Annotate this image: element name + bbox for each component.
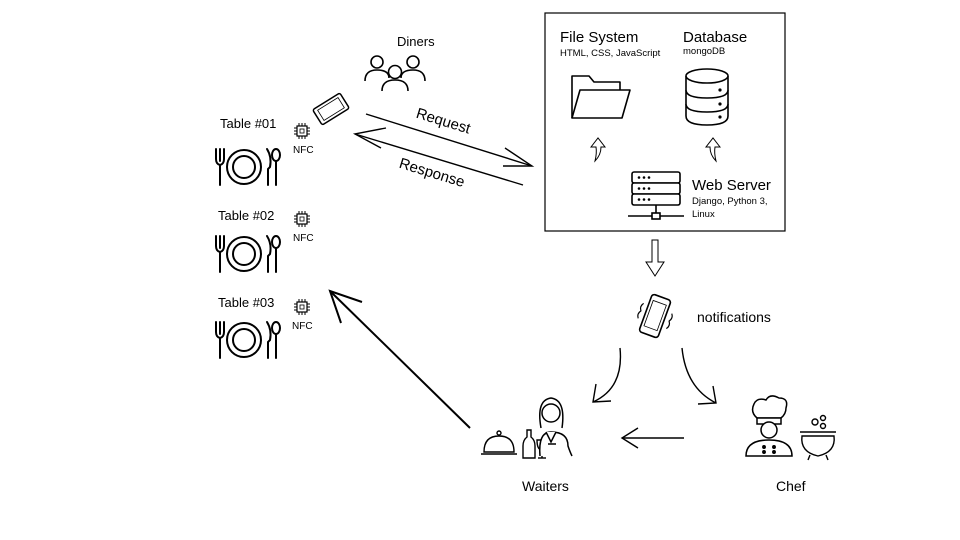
file-system-title: File System <box>560 29 639 46</box>
down-arrow-icon <box>645 239 665 277</box>
diners-icon <box>364 55 426 92</box>
web-server-title: Web Server <box>692 177 771 194</box>
nfc-chip-icon <box>293 122 311 140</box>
cloche-icon <box>481 430 517 455</box>
table-01-place-setting-icon <box>215 148 281 186</box>
table-03-place-setting-icon <box>215 321 281 359</box>
request-arrow <box>365 113 535 167</box>
phone-vibrating-icon <box>637 293 673 339</box>
server-icon <box>628 171 684 220</box>
table-03-label: Table #03 <box>218 295 275 310</box>
database-subtitle: mongoDB <box>683 46 726 57</box>
cooking-pot-icon <box>800 414 836 461</box>
table-01-label: Table #01 <box>220 116 277 131</box>
tablet-icon <box>312 92 350 126</box>
notify-waiters-arrow <box>592 347 622 403</box>
waiters-label: Waiters <box>522 478 569 494</box>
database-title: Database <box>683 29 748 46</box>
chef-icon <box>745 395 793 457</box>
table-02-label: Table #02 <box>218 208 275 223</box>
nfc-chip-icon <box>293 210 311 228</box>
chef-to-waiters-arrow <box>620 427 684 449</box>
waiters-to-tables-arrow <box>328 289 471 429</box>
nfc-label: NFC <box>293 145 314 156</box>
nfc-chip-icon <box>293 298 311 316</box>
notify-chef-arrow <box>681 347 717 405</box>
diners-label: Diners <box>397 34 435 49</box>
database-icon <box>685 68 729 126</box>
table-02-place-setting-icon <box>215 235 281 273</box>
curved-up-arrow-icon <box>589 137 607 163</box>
curved-up-arrow-icon <box>704 137 722 163</box>
web-server-subtitle-line1: Django, Python 3, <box>692 196 768 207</box>
notifications-label: notifications <box>697 309 771 325</box>
nfc-label: NFC <box>292 321 313 332</box>
response-arrow <box>352 127 524 186</box>
file-system-subtitle: HTML, CSS, JavaScript <box>560 48 661 59</box>
chef-label: Chef <box>776 478 806 494</box>
folder-icon <box>571 75 631 119</box>
web-server-subtitle-line2: Linux <box>692 209 715 220</box>
waiter-icon <box>538 397 573 457</box>
nfc-label: NFC <box>293 233 314 244</box>
